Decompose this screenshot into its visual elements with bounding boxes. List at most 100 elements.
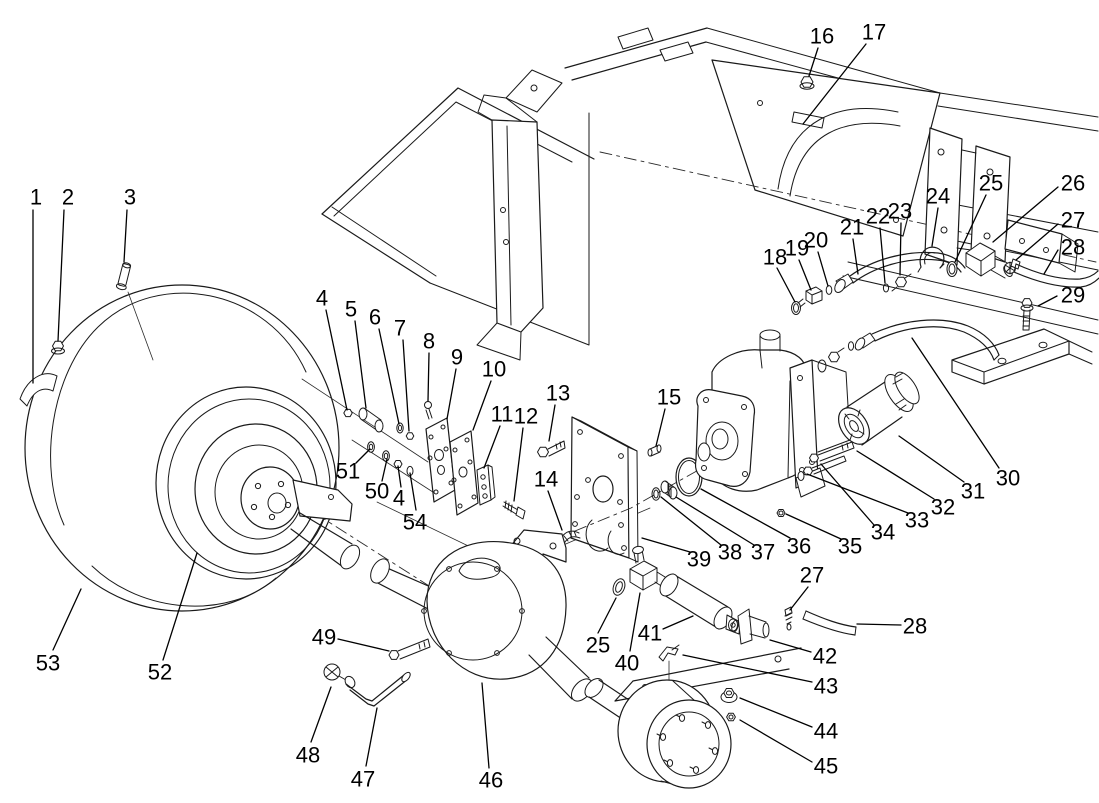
nut-4 — [344, 409, 352, 416]
callout-label-23: 23 — [888, 199, 912, 224]
barb-fitting-27b — [784, 606, 793, 631]
hydraulic-hoses — [791, 242, 1099, 373]
callout-label-21: 21 — [840, 215, 864, 240]
nut-7 — [404, 430, 416, 442]
hydraulic-pump-assembly — [651, 329, 920, 519]
callout-label-12: 12 — [514, 404, 538, 429]
callout-label-17: 17 — [862, 20, 886, 45]
callout-leader-24 — [931, 207, 939, 247]
fitting-19 — [797, 286, 823, 308]
callout-label-53: 53 — [36, 651, 60, 676]
callout-leader-4 — [397, 465, 402, 488]
callout-leader-10 — [472, 380, 492, 431]
callout-leader-26 — [992, 186, 1059, 243]
callout-label-15: 15 — [657, 385, 681, 410]
bolt-34 — [804, 455, 847, 475]
callout-label-49: 49 — [312, 625, 336, 650]
callout-leader-19 — [798, 259, 812, 291]
support-channel — [951, 328, 1070, 385]
tire-wheel-assembly — [19, 262, 449, 612]
callout-leader-34 — [820, 463, 875, 526]
callout-label-24: 24 — [926, 184, 950, 209]
callout-leader-32 — [856, 450, 935, 500]
bolt-13 — [538, 440, 566, 457]
callout-leader-3 — [123, 209, 128, 263]
callout-label-18: 18 — [763, 245, 787, 270]
bolt-32 — [810, 441, 855, 462]
callout-label-28: 28 — [903, 614, 927, 639]
callout-leader-25 — [597, 597, 617, 634]
callout-label-43: 43 — [814, 674, 838, 699]
callout-leader-23 — [899, 222, 902, 276]
hose-28 — [1013, 263, 1099, 288]
callout-label-32: 32 — [931, 495, 955, 520]
screw-8 — [424, 401, 433, 420]
callout-label-54: 54 — [403, 510, 427, 535]
frame-tower — [491, 119, 544, 333]
mounting-plates-cluster — [301, 378, 566, 520]
callout-label-25: 25 — [979, 171, 1003, 196]
o-ring-25b — [612, 578, 626, 596]
callout-leader-14 — [547, 490, 563, 531]
lug-nut-2 — [52, 341, 65, 355]
bolt-12 — [502, 500, 526, 520]
callout-leader-29 — [1037, 295, 1058, 307]
callout-label-40: 40 — [615, 651, 639, 676]
coupler-37 — [660, 480, 678, 500]
callout-leader-12 — [513, 427, 524, 502]
fitting-42 — [731, 608, 770, 645]
callout-leader-39 — [641, 537, 691, 553]
callout-label-10: 10 — [482, 357, 506, 382]
decal-strip-1 — [19, 373, 58, 407]
callout-label-46: 46 — [479, 768, 503, 793]
callout-leader-18 — [776, 267, 796, 303]
callout-label-28: 28 — [1061, 235, 1085, 260]
valve-stem-3 — [115, 262, 132, 291]
callout-leader-13 — [548, 404, 556, 442]
callout-label-36: 36 — [787, 534, 811, 559]
axle-assembly — [323, 529, 857, 789]
callout-leader-2 — [57, 209, 65, 342]
spacer-15 — [647, 444, 662, 457]
plate-10 — [449, 430, 479, 516]
callout-leader-9 — [446, 368, 457, 420]
block-11 — [476, 464, 496, 506]
callout-leader-52 — [162, 552, 198, 661]
elbow-fitting-40 — [629, 545, 666, 591]
callout-label-11: 11 — [491, 402, 514, 427]
callout-leader-50 — [381, 458, 388, 482]
callout-leader-21 — [852, 238, 859, 275]
callout-label-4: 4 — [393, 486, 405, 511]
callout-label-34: 34 — [871, 520, 895, 545]
callout-leader-27 — [1015, 223, 1059, 261]
callout-leader-41 — [662, 615, 694, 630]
callout-label-25: 25 — [586, 633, 610, 658]
callout-leader-46 — [481, 682, 490, 769]
callout-label-41: 41 — [638, 621, 662, 646]
callout-label-33: 33 — [905, 508, 929, 533]
callout-label-1: 1 — [30, 185, 42, 210]
plate-39 — [570, 416, 630, 559]
callout-leader-30 — [911, 337, 1000, 469]
callout-leader-25 — [954, 194, 987, 263]
callout-leader-54 — [409, 472, 417, 511]
callout-label-37: 37 — [751, 540, 775, 565]
nut-45 — [727, 713, 736, 721]
pump-flange — [694, 389, 756, 487]
callout-leader-37 — [675, 496, 755, 546]
callout-label-14: 14 — [534, 467, 558, 492]
o-ring-20 — [825, 285, 833, 295]
callout-label-13: 13 — [546, 381, 570, 406]
callout-label-31: 31 — [961, 479, 985, 504]
callout-leader-33 — [806, 473, 909, 514]
callout-label-19: 19 — [785, 236, 809, 261]
callout-label-16: 16 — [810, 24, 834, 49]
callout-label-39: 39 — [687, 547, 711, 572]
callout-label-5: 5 — [345, 297, 357, 322]
callout-leader-42 — [769, 639, 812, 653]
o-ring-22 — [882, 283, 890, 293]
spacer-5 — [374, 419, 384, 433]
callout-leader-27 — [789, 586, 809, 611]
